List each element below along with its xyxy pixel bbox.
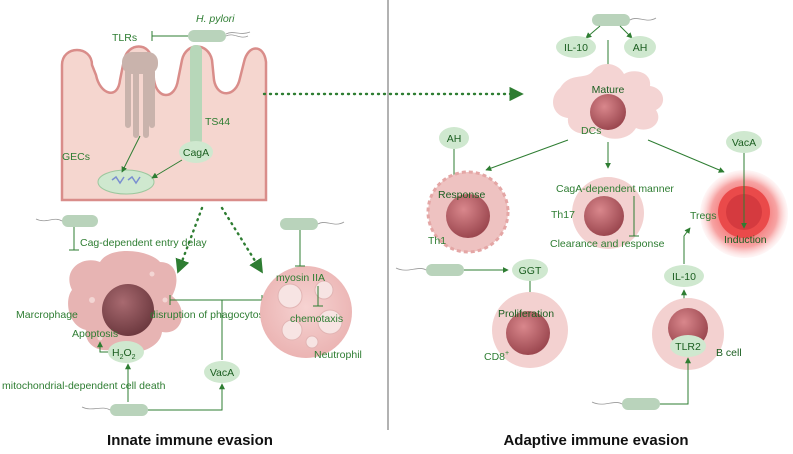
bacterium-to-il10-arrow — [585, 25, 601, 39]
cd8-label: CD8+ — [484, 350, 509, 363]
apoptosis-label: Apoptosis — [72, 328, 118, 340]
bacterium-bottom-left — [81, 404, 148, 416]
svg-text:VacA: VacA — [732, 137, 756, 149]
gec-nucleus — [97, 169, 155, 195]
disruption-label: disruption of phagocytosis — [150, 309, 271, 321]
svg-text:AH: AH — [447, 133, 462, 145]
ts44-label: TS44 — [205, 116, 230, 128]
caga-manner-label: CagA-dependent manner — [556, 183, 674, 195]
svg-text:AH: AH — [633, 42, 648, 54]
induction-label: Induction — [724, 234, 767, 246]
dendritic-cell — [553, 63, 664, 139]
response-label: Response — [438, 189, 485, 201]
svg-text:GGT: GGT — [519, 265, 542, 277]
phagocytosis-line — [169, 295, 263, 305]
mito-death-label: mitochondrial-dependent cell death — [2, 380, 166, 392]
il10-top-pill: IL-10 — [556, 36, 596, 58]
myosin-inhibit-line — [295, 230, 305, 267]
il10-to-tregs-arrow — [683, 227, 691, 264]
h2o2-to-apoptosis-arrow — [97, 341, 110, 353]
bacterium-bcell — [591, 398, 660, 410]
caga-inhibit-clearance-line — [629, 196, 639, 237]
svg-text:IL-10: IL-10 — [564, 42, 588, 54]
th17-label: Th17 — [551, 209, 575, 221]
dc-to-treg-arrow — [647, 139, 725, 173]
tlrs-label: TLRs — [112, 32, 137, 44]
bacterium-to-ah-arrow — [619, 25, 633, 39]
gastric-epithelium — [60, 45, 268, 202]
tlr-inhibit-line — [151, 31, 188, 41]
dcs-label: DCs — [581, 125, 601, 137]
h-pylori-bacterium — [188, 30, 251, 42]
proliferation-label: Proliferation — [498, 308, 554, 320]
dotted-arrow-to-macrophage — [175, 206, 204, 274]
vaca-pill-innate: VacA — [204, 361, 240, 383]
clearance-label: Clearance and response — [550, 238, 665, 250]
caga-to-nucleus-arrow — [151, 159, 183, 179]
bcell-label: B cell — [716, 347, 742, 359]
svg-text:H2O2: H2O2 — [112, 347, 136, 361]
dc-to-th1-arrow — [485, 139, 569, 172]
bacterium-to-vaca-arrow — [148, 383, 225, 411]
h2o2-pill: H2O2 — [108, 341, 144, 363]
th1-label: Th1 — [428, 235, 446, 247]
bacterium-top-adaptive — [592, 14, 657, 26]
bacterium-cag — [35, 215, 98, 227]
tregs-label: Tregs — [690, 210, 716, 222]
tlr-receptor — [122, 52, 158, 138]
myosin-label: myosin IIA — [276, 272, 325, 284]
svg-text:VacA: VacA — [210, 367, 234, 379]
ts44-receptor — [190, 45, 202, 145]
svg-text:IL-10: IL-10 — [672, 271, 696, 283]
th1-cell — [426, 170, 510, 254]
tlr-to-nucleus-arrow — [121, 135, 141, 173]
macrophage-label: Marcrophage — [16, 309, 78, 321]
gecs-label: GECs — [62, 151, 90, 163]
ah-left-pill: AH — [439, 127, 469, 149]
cag-entry-label: Cag-dependent entry delay — [80, 237, 207, 249]
th17-cell — [572, 177, 644, 249]
chemotaxis-inhibit-line — [313, 286, 323, 307]
vaca-pill-adaptive: VacA — [726, 131, 762, 153]
dotted-arrow-to-neutrophil — [220, 206, 264, 274]
mature-label: Mature — [592, 84, 625, 96]
ah-top-pill: AH — [624, 36, 656, 58]
tlr2-pill: TLR2 — [670, 335, 706, 357]
neutrophil-label: Neutrophil — [314, 349, 362, 361]
svg-text:CagA: CagA — [183, 147, 209, 159]
neutrophil-cell — [260, 266, 352, 358]
ggt-pill: GGT — [512, 259, 548, 281]
il10-bottom-pill: IL-10 — [664, 265, 704, 287]
adaptive-title: Adaptive immune evasion — [503, 432, 688, 449]
bacterium-myosin — [280, 218, 345, 230]
caga-pill: CagA — [179, 141, 213, 163]
svg-text:TLR2: TLR2 — [675, 341, 701, 353]
h-pylori-label: H. pylori — [196, 13, 235, 25]
innate-title: Innate immune evasion — [107, 432, 273, 449]
cd8-cell — [492, 292, 568, 368]
bacterium-ggt — [395, 264, 464, 276]
macrophage-cell — [68, 251, 183, 353]
bacterium-to-tlr2-arrow — [660, 357, 691, 405]
chemotaxis-label: chemotaxis — [290, 313, 343, 325]
cag-inhibit-line — [69, 227, 79, 251]
